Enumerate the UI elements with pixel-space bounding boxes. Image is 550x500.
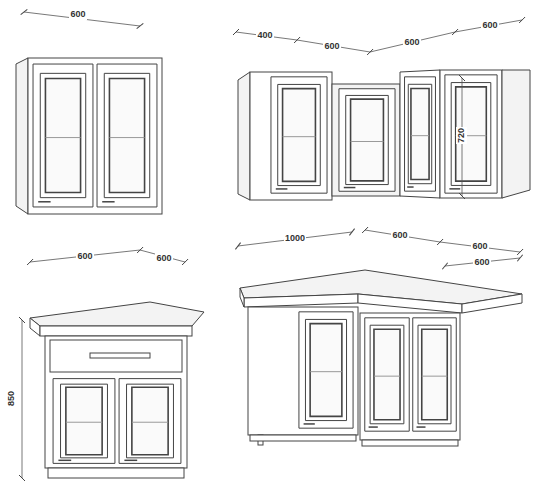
dimension-label: 600 [473,257,490,268]
dimension-label: 600 [391,230,408,241]
dimension-label: 600 [155,253,172,264]
dimension-label: 600 [76,251,93,262]
dimension-label: 850 [7,389,18,406]
dimension-label: 400 [256,30,273,41]
dimension-label: 600 [471,241,488,252]
dimension-label: 1000 [284,233,306,244]
dimension-label: 600 [481,20,498,31]
dimension-label: 720 [457,126,468,143]
dimension-label: 600 [69,9,86,20]
dimension-label: 600 [403,37,420,48]
dimension-label: 600 [323,41,340,52]
